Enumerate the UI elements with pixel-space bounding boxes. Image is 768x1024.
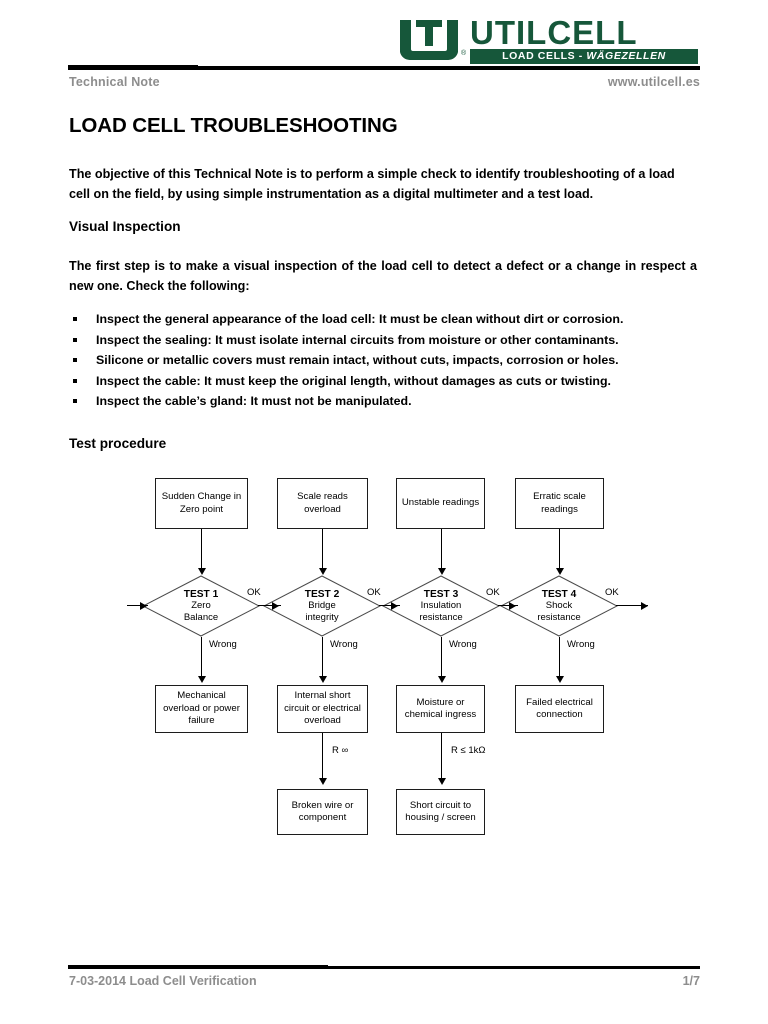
symptom-box-3: Unstable readings bbox=[396, 478, 485, 529]
connector-resistance-1 bbox=[322, 733, 324, 783]
list-item: Inspect the cable: It must keep the orig… bbox=[69, 371, 697, 392]
connector-ok-2 bbox=[379, 605, 400, 607]
connector-wrong-2 bbox=[322, 637, 324, 681]
logo-tagline-italic: WÄGEZELLEN bbox=[586, 50, 666, 62]
connector-symptom-2 bbox=[322, 529, 324, 572]
bullet-square-icon bbox=[73, 399, 77, 403]
arrowhead-icon bbox=[556, 676, 564, 683]
arrowhead-icon bbox=[198, 676, 206, 683]
outcome-box-2: Short circuit to housing / screen bbox=[396, 789, 485, 835]
fault-box-4: Failed electrical connection bbox=[515, 685, 604, 733]
connector-ok-4-exit bbox=[616, 605, 648, 607]
bullet-square-icon bbox=[73, 358, 77, 362]
visual-inspection-heading: Visual Inspection bbox=[69, 219, 181, 234]
connector-wrong-4 bbox=[559, 637, 561, 681]
utilcell-logo-mark bbox=[400, 20, 458, 61]
footer-page-number: 1/7 bbox=[682, 974, 700, 988]
arrowhead-icon bbox=[641, 602, 648, 610]
arrowhead-icon bbox=[509, 602, 516, 610]
list-item-label: Inspect the sealing: It must isolate int… bbox=[96, 332, 619, 347]
list-item-label: Silicone or metallic covers must remain … bbox=[96, 353, 619, 367]
arrowhead-icon bbox=[556, 568, 564, 575]
connector-symptom-4 bbox=[559, 529, 561, 572]
arrowhead-icon bbox=[198, 568, 206, 575]
edge-label-ok-1: OK bbox=[247, 587, 261, 598]
connector-wrong-3 bbox=[441, 637, 443, 681]
outcome-box-1: Broken wire or component bbox=[277, 789, 368, 835]
connector-ok-3 bbox=[498, 605, 518, 607]
edge-label-ok-4: OK bbox=[605, 587, 619, 598]
connector-symptom-3 bbox=[441, 529, 443, 572]
header-website-link[interactable]: www.utilcell.es bbox=[607, 75, 700, 89]
list-item: Silicone or metallic covers must remain … bbox=[69, 350, 697, 371]
bullet-square-icon bbox=[73, 337, 77, 342]
edge-label-ok-2: OK bbox=[367, 587, 381, 598]
list-item: Inspect the general appearance of the lo… bbox=[69, 309, 697, 330]
arrowhead-icon bbox=[438, 568, 446, 575]
edge-label-wrong-2: Wrong bbox=[330, 639, 358, 650]
edge-label-resistance-2: R ≤ 1kΩ bbox=[451, 745, 486, 756]
symptom-box-2: Scale reads overload bbox=[277, 478, 368, 529]
utilcell-wordmark: UTILCELL bbox=[470, 14, 638, 51]
visual-inspection-paragraph: The first step is to make a visual inspe… bbox=[69, 259, 697, 293]
test-procedure-heading: Test procedure bbox=[69, 436, 167, 451]
list-item-label: Inspect the general appearance of the lo… bbox=[96, 312, 624, 326]
list-item-label: Inspect the cable’s gland: It must not b… bbox=[96, 394, 412, 408]
connector-flow-entry bbox=[127, 605, 148, 607]
decision-test-1: TEST 1 Zero Balance bbox=[142, 575, 260, 637]
arrowhead-icon bbox=[391, 602, 398, 610]
list-item: Inspect the cable’s gland: It must not b… bbox=[69, 391, 697, 412]
fault-box-3: Moisture or chemical ingress bbox=[396, 685, 485, 733]
arrowhead-icon bbox=[438, 778, 446, 785]
edge-label-wrong-4: Wrong bbox=[567, 639, 595, 650]
connector-ok-1 bbox=[258, 605, 281, 607]
fault-box-1: Mechanical overload or power failure bbox=[155, 685, 248, 733]
list-item-label: Inspect the cable: It must keep the orig… bbox=[96, 373, 611, 388]
edge-label-wrong-1: Wrong bbox=[209, 639, 237, 650]
edge-label-resistance-1: R ∞ bbox=[332, 745, 349, 756]
list-item: Inspect the sealing: It must isolate int… bbox=[69, 330, 697, 351]
arrowhead-icon bbox=[438, 676, 446, 683]
header-left-label: Technical Note bbox=[69, 75, 160, 89]
edge-label-ok-3: OK bbox=[486, 587, 500, 598]
footer-rule bbox=[68, 966, 700, 969]
fault-box-2: Internal short circuit or electrical ove… bbox=[277, 685, 368, 733]
symptom-box-1: Sudden Change in Zero point bbox=[155, 478, 248, 529]
logo-tagline-bar: LOAD CELLS - WÄGEZELLEN bbox=[470, 49, 698, 64]
connector-symptom-1 bbox=[201, 529, 203, 572]
symptom-box-4: Erratic scale readings bbox=[515, 478, 604, 529]
registered-mark: ® bbox=[461, 50, 467, 57]
edge-label-wrong-3: Wrong bbox=[449, 639, 477, 650]
arrowhead-icon bbox=[272, 602, 279, 610]
troubleshooting-flowchart: Sudden Change in Zero point Scale reads … bbox=[0, 460, 768, 860]
arrowhead-icon bbox=[319, 676, 327, 683]
bullet-square-icon bbox=[73, 317, 77, 321]
logo-tagline-main: LOAD CELLS - bbox=[502, 50, 587, 62]
arrowhead-icon bbox=[140, 602, 147, 610]
intro-paragraph: The objective of this Technical Note is … bbox=[69, 167, 675, 201]
arrowhead-icon bbox=[319, 568, 327, 575]
header-rule bbox=[68, 66, 700, 70]
visual-inspection-list: Inspect the general appearance of the lo… bbox=[69, 309, 697, 412]
footer-rule-thin bbox=[68, 965, 328, 967]
connector-wrong-1 bbox=[201, 637, 203, 681]
arrowhead-icon bbox=[319, 778, 327, 785]
utilcell-logo: ® UTILCELL LOAD CELLS - WÄGEZELLEN bbox=[398, 16, 698, 68]
page-title: LOAD CELL TROUBLESHOOTING bbox=[69, 114, 398, 137]
connector-resistance-2 bbox=[441, 733, 443, 783]
bullet-square-icon bbox=[73, 378, 77, 383]
footer-left-label: 7-03-2014 Load Cell Verification bbox=[69, 974, 257, 988]
